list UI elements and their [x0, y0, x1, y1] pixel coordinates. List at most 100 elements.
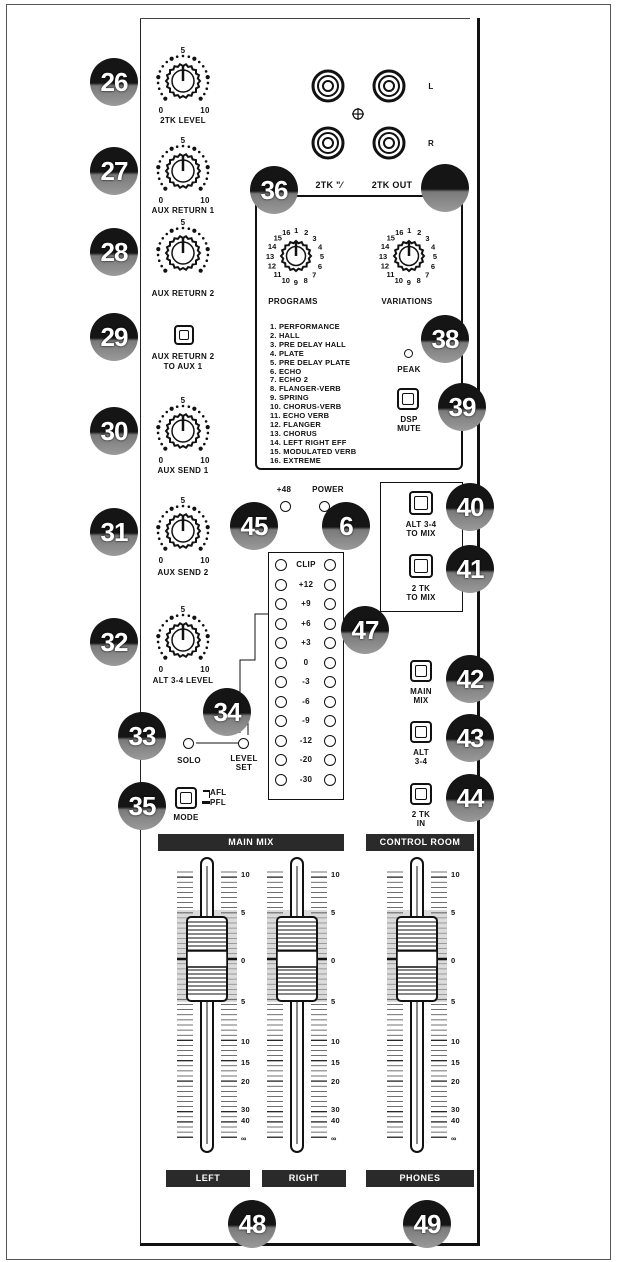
main-mix-source-button[interactable]: [410, 660, 432, 682]
power-label: POWER: [312, 485, 344, 494]
level-set-led: [238, 738, 249, 749]
aux-return-2-to-aux-1-button[interactable]: [174, 325, 194, 345]
callout-45: 45: [230, 502, 278, 550]
callout-35: 35: [118, 782, 166, 830]
callout-number: 43: [456, 723, 485, 753]
fader-scale-label: 5: [331, 908, 336, 917]
fx-program-item: 2. HALL: [270, 330, 300, 340]
callout-number: 36: [260, 175, 289, 205]
fader-phones[interactable]: [396, 915, 438, 1001]
fx-program-item: 15. MODULATED VERB: [270, 446, 357, 456]
fader-scale-label: 30: [451, 1105, 460, 1114]
callout-29: 29: [90, 313, 138, 361]
knob-label-aux-return-2: AUX RETURN 2: [151, 289, 215, 298]
meter-led-right: [324, 578, 336, 591]
afl-label: AFL: [210, 788, 227, 797]
knob-label-aux-send-2: AUX SEND 2: [157, 568, 209, 577]
fader-scale-label: ∞: [331, 1134, 337, 1143]
fader-label-phones: PHONES: [366, 1170, 474, 1187]
knob-scale-0: 0: [158, 556, 164, 565]
fx-program-item: 6. ECHO: [270, 366, 302, 376]
fader-scale-label: 5: [331, 997, 336, 1006]
fader-scale-label: 20: [451, 1077, 460, 1086]
alt-3-4-source-button[interactable]: [410, 721, 432, 743]
callout-number: 49: [413, 1209, 442, 1239]
callout-32: 32: [90, 618, 138, 666]
fader-label-right: RIGHT: [262, 1170, 346, 1187]
meter-led-right: [324, 695, 336, 708]
meter-led-left: [275, 617, 287, 630]
rca-left-label: L: [428, 82, 434, 91]
2tk-in-source-label-2: IN: [416, 819, 426, 828]
callout-31: 31: [90, 508, 138, 556]
mode-afl-pfl-button[interactable]: [175, 787, 197, 809]
fader-scale-label: 15: [331, 1058, 340, 1067]
2tk-in-source-button[interactable]: [410, 783, 432, 805]
solo-led: [183, 738, 194, 749]
fader-scale-label: 0: [331, 956, 336, 965]
callout-42: 42: [446, 655, 494, 703]
programs-label: PROGRAMS: [268, 297, 318, 306]
callout-number: 27: [100, 156, 129, 186]
meter-scale-label: -12: [299, 735, 313, 745]
callout-number: 45: [240, 511, 269, 541]
callout-number: 41: [456, 554, 485, 584]
meter-led-left: [275, 734, 287, 747]
callout-38: 38: [421, 315, 469, 363]
2tk-in-source-label-1: 2 TK: [411, 810, 431, 819]
level-set-label-2: SET: [235, 763, 253, 772]
control-room-section-bar: CONTROL ROOM: [366, 834, 474, 851]
callout-34: 34: [203, 688, 251, 736]
fader-scale-label: 10: [241, 870, 250, 879]
fader-scale-label: ∞: [241, 1134, 247, 1143]
rca-out-label: 2TK OUT: [371, 180, 413, 190]
meter-led-left: [275, 773, 287, 786]
fader-left[interactable]: [186, 915, 228, 1001]
fader-scale-label: 5: [241, 908, 246, 917]
meter-scale-label: -20: [299, 755, 313, 764]
main-mix-source-label-2: MIX: [413, 696, 429, 705]
variations-label: VARIATIONS: [381, 297, 433, 306]
meter-led-right: [324, 598, 336, 610]
callout-number: 35: [128, 791, 157, 821]
callout-36: 36: [250, 166, 298, 214]
knob-scale-5: 5: [180, 605, 186, 614]
meter-scale-label: -30: [299, 774, 313, 784]
alt-3-4-to-mix-button[interactable]: [409, 491, 433, 515]
2tk-to-mix-label-2: TO MIX: [406, 593, 436, 602]
knob-scale-5: 5: [180, 496, 186, 505]
meter-scale-label: -9: [302, 716, 310, 725]
fader-right[interactable]: [276, 915, 318, 1001]
meter-led-left: [275, 637, 287, 649]
meter-scale-label: +9: [301, 599, 311, 608]
meter-scale-label: +3: [301, 638, 311, 647]
meter-scale-label: +12: [298, 579, 314, 589]
meter-led-right: [324, 617, 336, 630]
main-mix-source-label-1: MAIN: [410, 687, 432, 696]
meter-scale-label: -6: [302, 696, 310, 706]
dsp-mute-button[interactable]: [397, 388, 419, 410]
meter-box: [268, 552, 344, 800]
meter-led-right: [324, 715, 336, 727]
fx-program-item: 3. PRE DELAY HALL: [270, 339, 346, 349]
fx-program-item: 4. PLATE: [270, 348, 304, 358]
meter-scale-label: -3: [302, 677, 310, 686]
power-led: [319, 501, 330, 512]
meter-led-left: [275, 598, 287, 610]
main-mix-section-bar: MAIN MIX: [158, 834, 344, 851]
fader-scale-label: 30: [241, 1105, 250, 1114]
2tk-to-mix-button[interactable]: [409, 554, 433, 578]
callout-44: 44: [446, 774, 494, 822]
fx-program-item: 11. ECHO VERB: [270, 411, 330, 421]
fx-program-item: 7. ECHO 2: [270, 375, 309, 385]
meter-scale-label: CLIP: [296, 560, 316, 569]
meter-led-left: [275, 676, 287, 688]
mode-label: MODE: [173, 813, 199, 822]
fader-scale-label: 0: [241, 956, 246, 965]
knob-label-alt-3-4-level: ALT 3-4 LEVEL: [152, 676, 214, 685]
callout-number: 39: [448, 392, 477, 422]
callout-number: 47: [351, 615, 380, 645]
solo-label: SOLO: [177, 756, 201, 765]
level-set-label-1: LEVEL: [230, 754, 258, 763]
knob-scale-0: 0: [158, 106, 164, 115]
